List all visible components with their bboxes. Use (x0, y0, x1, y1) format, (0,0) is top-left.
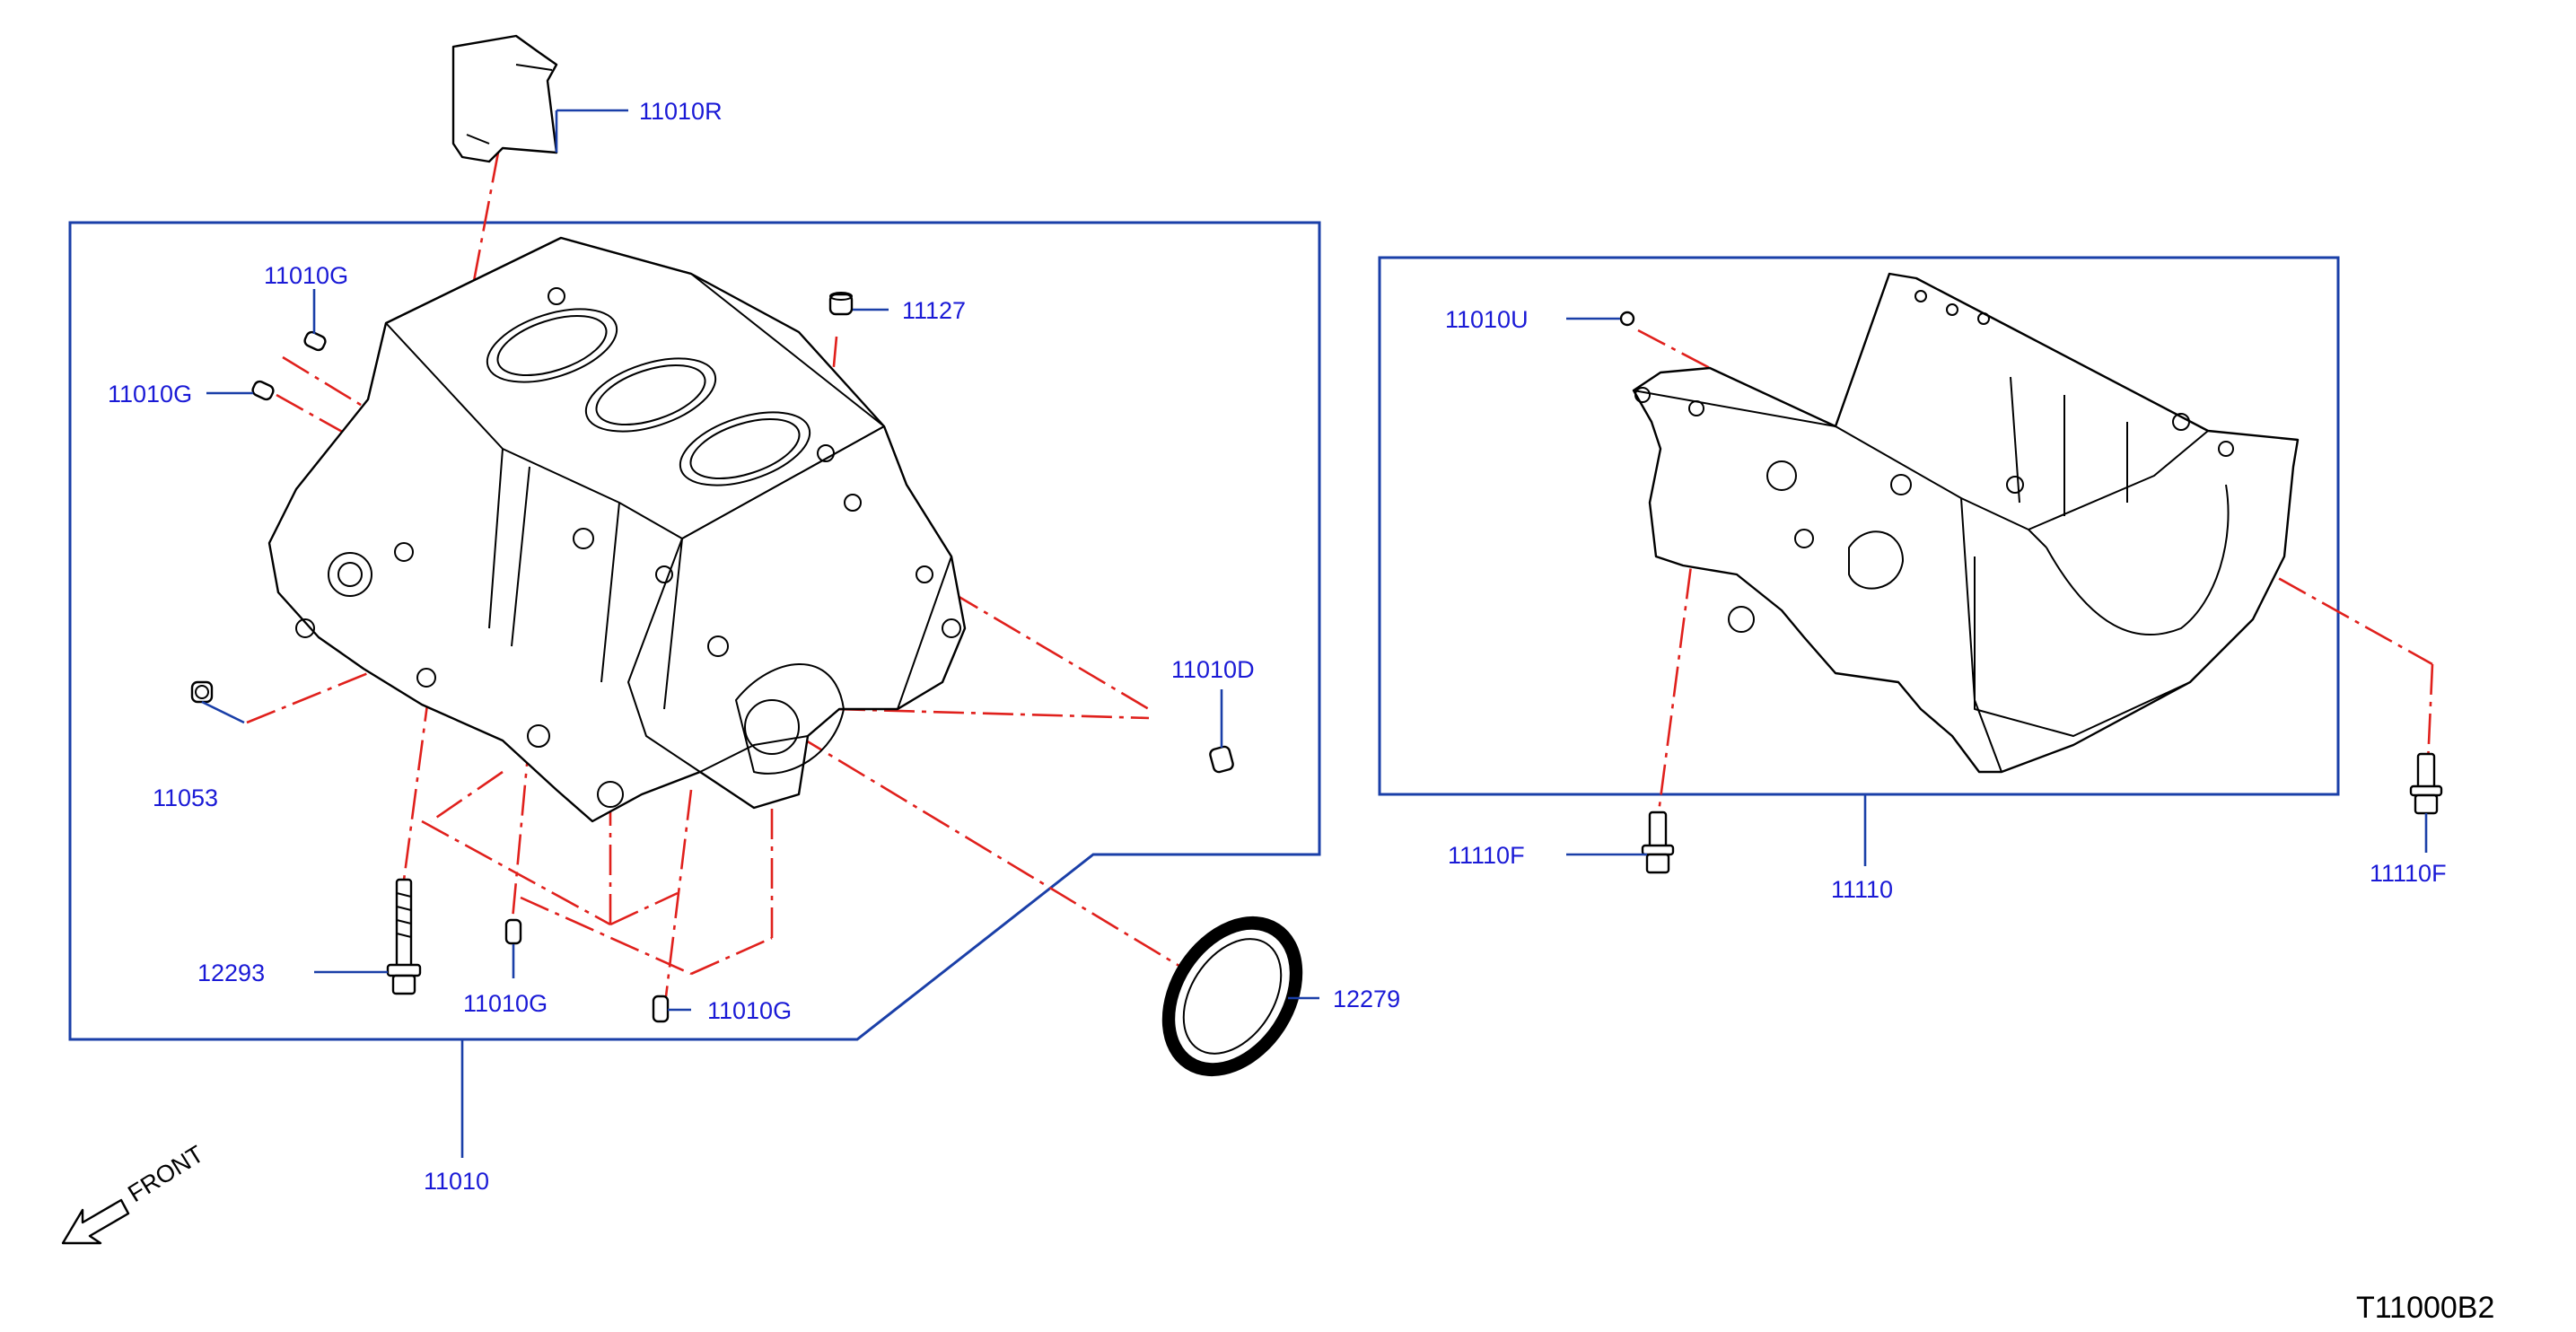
label-11110f-right[interactable]: 11110F (2370, 860, 2447, 887)
cylinder-block-drawing (267, 236, 967, 823)
label-12293[interactable]: 12293 (197, 960, 265, 986)
label-11010g-bottom-1[interactable]: 11010G (463, 990, 548, 1017)
small-parts-right (1619, 311, 2443, 874)
leader-lines (201, 109, 2428, 1158)
label-11010[interactable]: 11010 (424, 1168, 489, 1195)
label-11127[interactable]: 11127 (902, 297, 966, 324)
label-11010u[interactable]: 11010U (1445, 306, 1529, 333)
label-12279[interactable]: 12279 (1333, 986, 1400, 1012)
cylinder-block-group-box (68, 221, 1321, 1041)
label-11053[interactable]: 11053 (153, 784, 218, 811)
figure-code: T11000B2 (2356, 1291, 2494, 1325)
front-arrow-icon (61, 1198, 130, 1245)
insulator-11010r (451, 34, 558, 163)
label-11110[interactable]: 11110 (1831, 876, 1893, 903)
label-11010g-top[interactable]: 11010G (264, 262, 348, 289)
label-11010d[interactable]: 11010D (1171, 656, 1255, 683)
lower-block-group-box (1378, 256, 2340, 796)
part-labels: 11010R 11010G 11010G 11127 11010D 11053 … (108, 98, 2447, 1195)
lower-block-drawing (1632, 272, 2300, 774)
label-11010r[interactable]: 11010R (639, 98, 723, 125)
label-11010g-bottom-2[interactable]: 11010G (707, 997, 792, 1024)
small-parts-left (190, 34, 1303, 1077)
label-11010g-left[interactable]: 11010G (108, 381, 192, 407)
front-label: FRONT (123, 1140, 208, 1207)
label-11110f-left[interactable]: 11110F (1448, 842, 1525, 869)
front-indicator: FRONT (61, 1140, 208, 1245)
